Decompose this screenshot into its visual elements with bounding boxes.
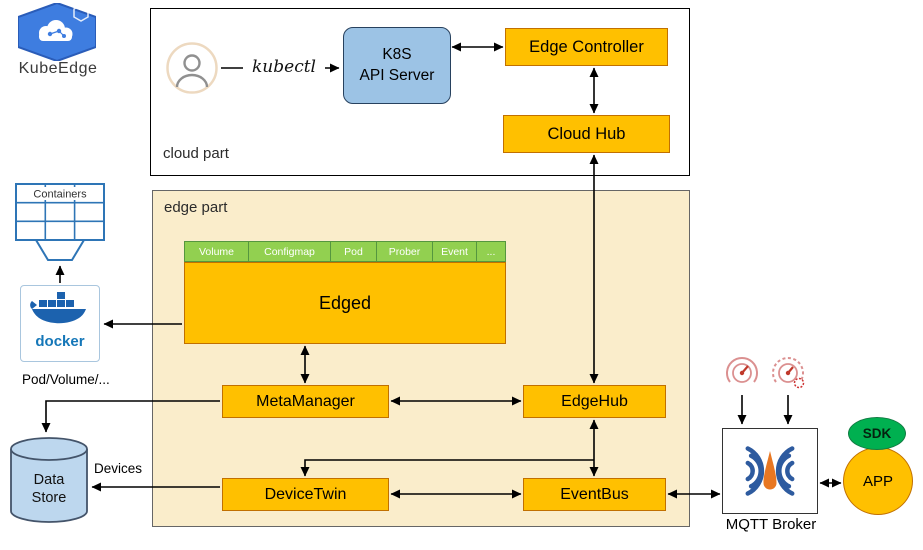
- docker-label: docker: [35, 333, 85, 350]
- tab-pod: Pod: [330, 241, 376, 262]
- containers-label: Containers: [33, 189, 87, 201]
- tab-more: ...: [476, 241, 506, 262]
- k8s-api-server-line1: K8S: [382, 46, 412, 64]
- edged-box: Edged: [184, 262, 506, 344]
- cloud-hub-box: Cloud Hub: [503, 115, 670, 153]
- metamanager-box: MetaManager: [222, 385, 389, 418]
- edged-module-tabs: Volume Configmap Pod Prober Event ...: [184, 241, 506, 262]
- k8s-api-server-box: K8S API Server: [343, 27, 451, 104]
- sdk-ellipse: SDK: [848, 417, 906, 450]
- mqtt-signal-icon: [745, 446, 795, 496]
- datastore-label-line2: Store: [32, 490, 67, 506]
- tab-prober: Prober: [376, 241, 432, 262]
- app-circle: APP: [843, 447, 913, 515]
- tab-configmap: Configmap: [248, 241, 330, 262]
- datastore-label-line1: Data: [34, 472, 66, 488]
- edge-controller-box: Edge Controller: [505, 28, 668, 66]
- mqtt-broker-label: MQTT Broker: [725, 516, 817, 533]
- eventbus-box: EventBus: [523, 478, 666, 511]
- user-icon: [166, 42, 218, 94]
- tab-event: Event: [432, 241, 476, 262]
- pod-volume-label: Pod/Volume/...: [22, 372, 110, 387]
- brand-name: KubeEdge: [18, 60, 98, 77]
- k8s-api-server-line2: API Server: [359, 66, 435, 84]
- docker-box: docker: [20, 285, 100, 362]
- cloud-part-label: cloud part: [163, 145, 229, 162]
- data-store-cylinder: Data Store: [10, 437, 88, 523]
- docker-whale-icon: [30, 292, 86, 324]
- devices-label: Devices: [94, 461, 143, 476]
- edgehub-box: EdgeHub: [523, 385, 666, 418]
- mqtt-broker-box: [722, 428, 818, 514]
- sensor-gauge-icon-1: [726, 357, 758, 383]
- kubectl-label: kubectl: [243, 56, 325, 78]
- sensor-gauge-icon-2: [772, 357, 805, 389]
- kubeedge-logo-icon: [18, 3, 96, 61]
- containers-icon: Containers: [15, 183, 105, 261]
- tab-volume: Volume: [184, 241, 248, 262]
- devicetwin-box: DeviceTwin: [222, 478, 389, 511]
- edge-part-label: edge part: [164, 199, 228, 216]
